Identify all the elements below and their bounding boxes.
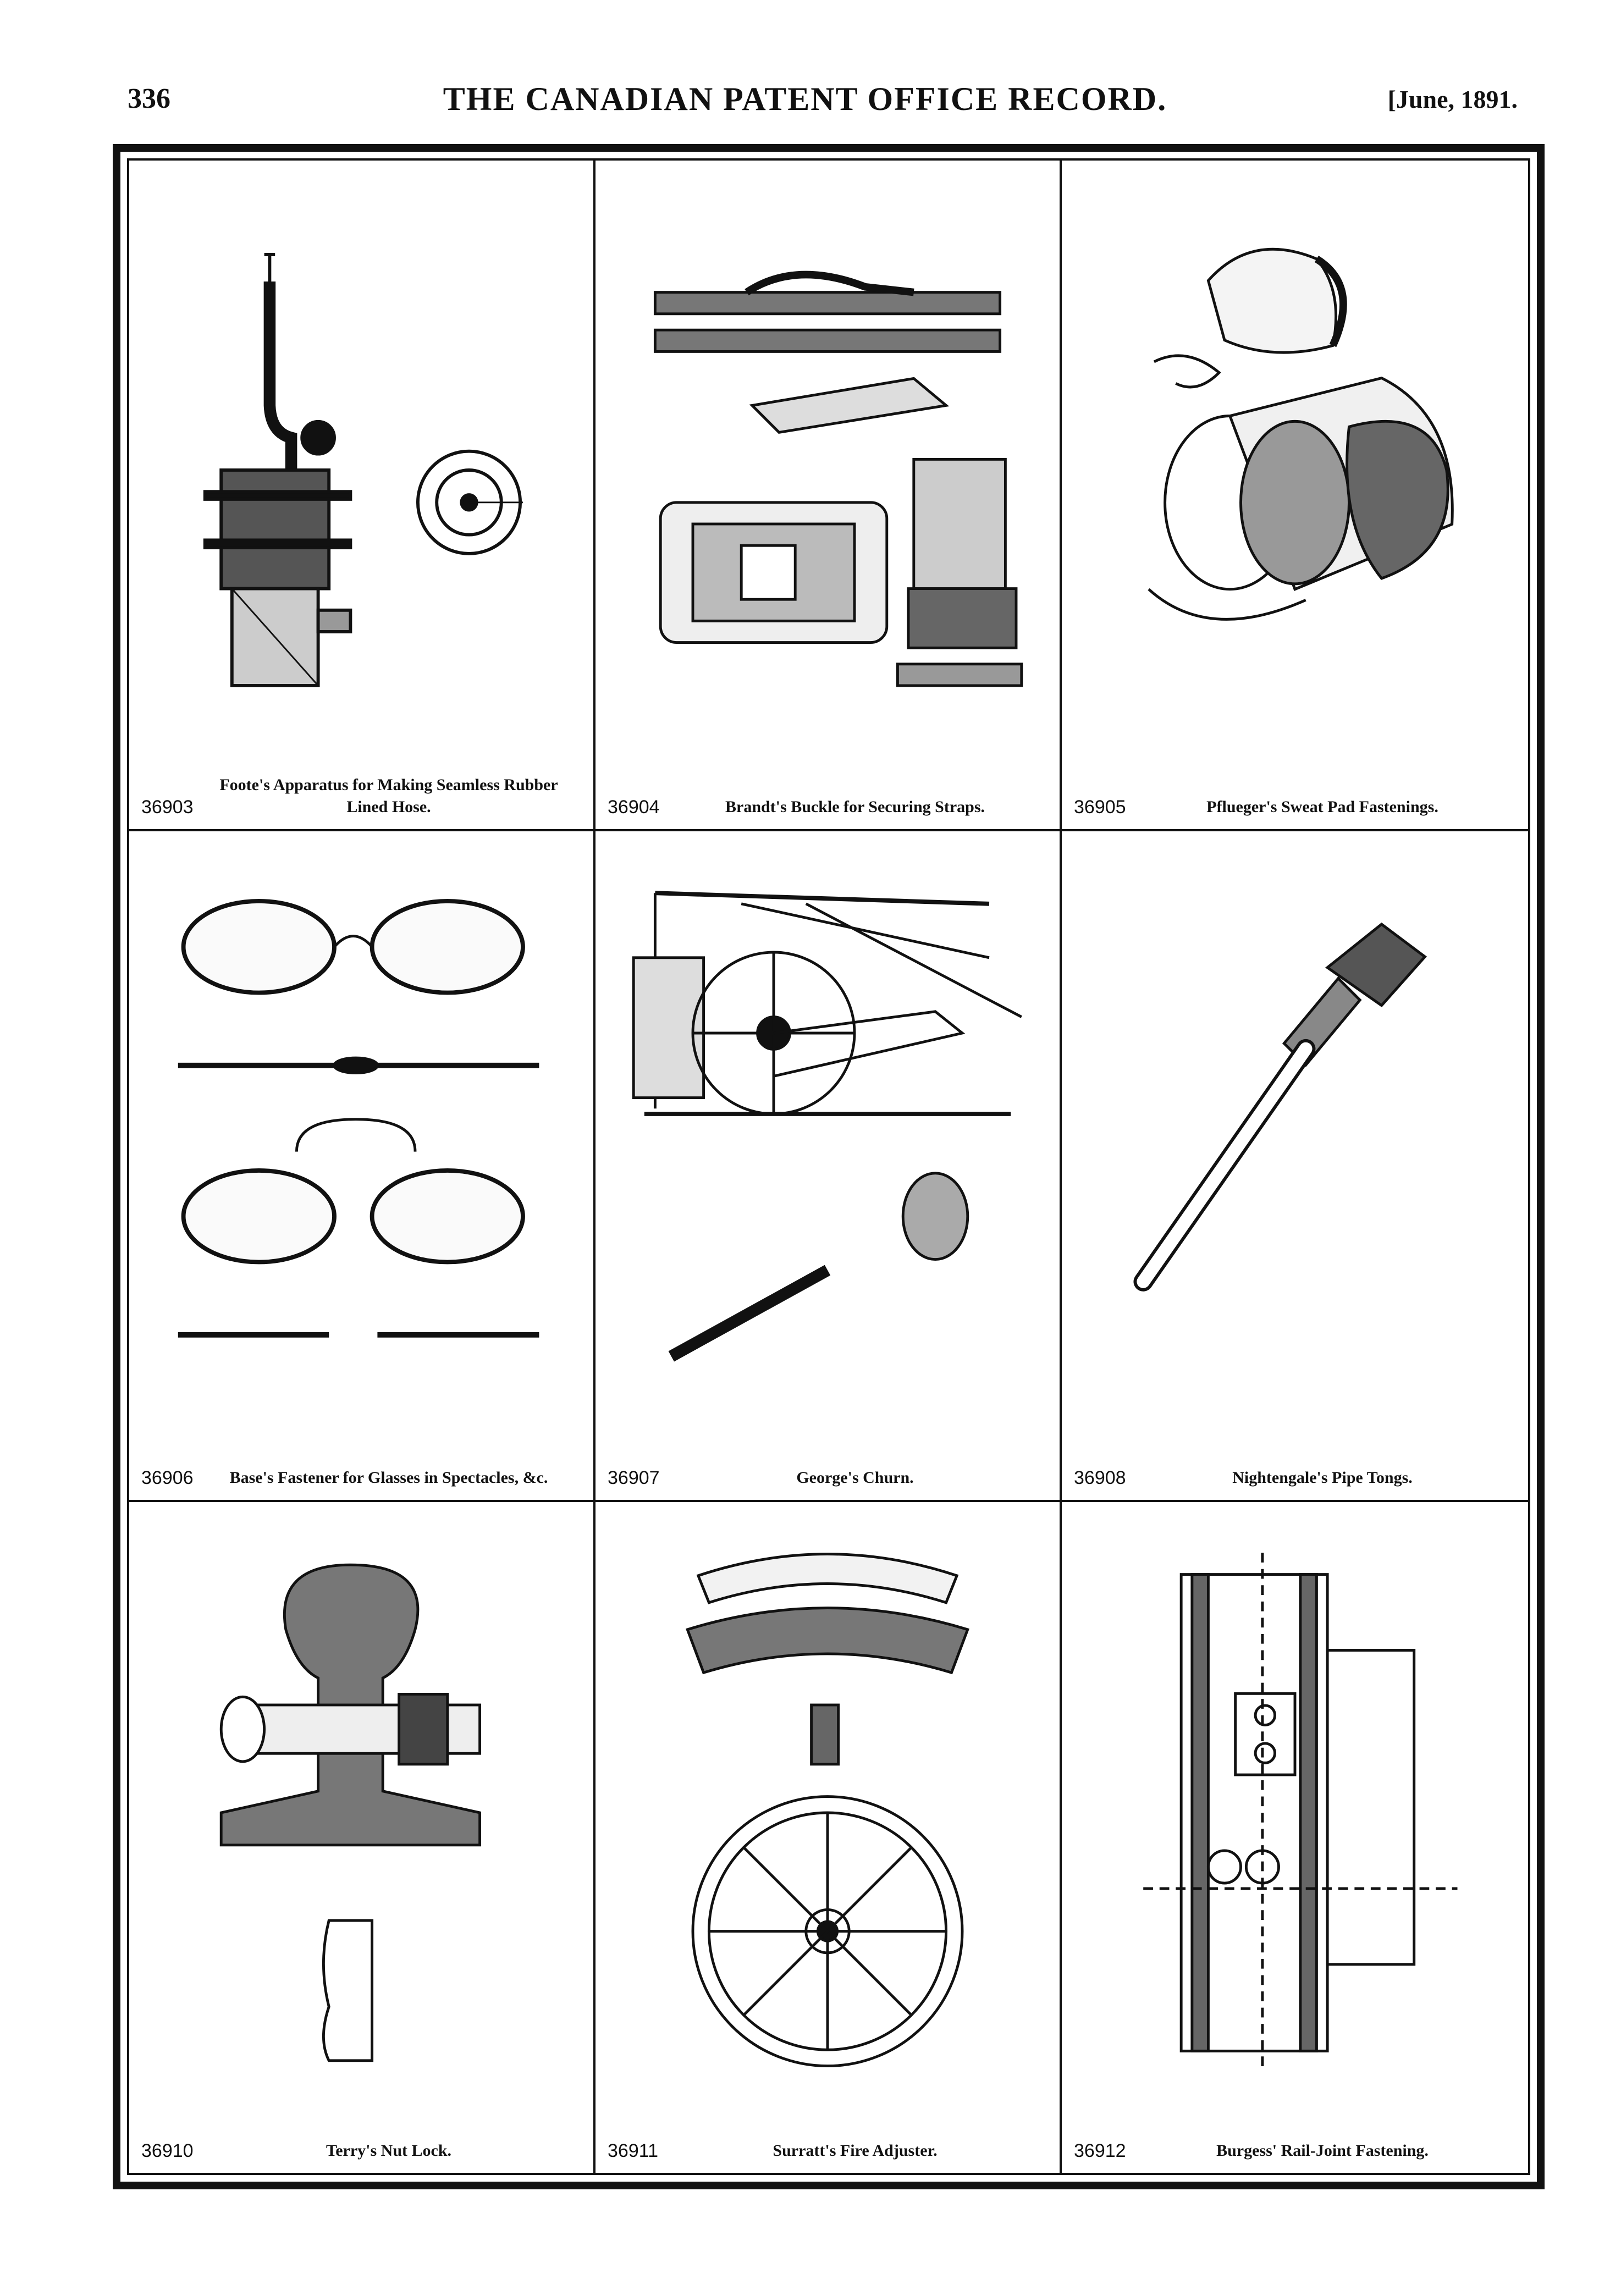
fire-adjuster-icon bbox=[612, 1524, 1043, 2101]
rail-joint-icon bbox=[1078, 1524, 1512, 2101]
patent-number: 36910 bbox=[141, 2140, 194, 2161]
patent-caption: 36908 Nightengale's Pipe Tongs. bbox=[1074, 1437, 1516, 1492]
patent-cell-36908: 36908 Nightengale's Pipe Tongs. bbox=[1062, 831, 1528, 1502]
patent-caption: 36906 Base's Fastener for Glasses in Spe… bbox=[141, 1437, 581, 1492]
churn-icon bbox=[612, 853, 1043, 1428]
patent-number: 36903 bbox=[141, 797, 194, 818]
patent-title: Base's Fastener for Glasses in Spectacle… bbox=[229, 1469, 548, 1487]
patent-number: 36904 bbox=[608, 797, 660, 818]
page-header: 336 THE CANADIAN PATENT OFFICE RECORD. [… bbox=[0, 77, 1610, 132]
hose-apparatus-icon bbox=[146, 183, 577, 758]
patent-cell-36911: 36911 Surratt's Fire Adjuster. bbox=[596, 1502, 1062, 2173]
patent-title: Pflueger's Sweat Pad Fastenings. bbox=[1206, 798, 1438, 816]
page-number: 336 bbox=[128, 83, 170, 114]
journal-title: THE CANADIAN PATENT OFFICE RECORD. bbox=[443, 81, 1167, 117]
patent-caption: 36911 Surratt's Fire Adjuster. bbox=[608, 2110, 1047, 2165]
patent-caption: 36904 Brandt's Buckle for Securing Strap… bbox=[608, 766, 1047, 821]
patent-caption: 36907 George's Churn. bbox=[608, 1437, 1047, 1492]
patent-grid: 36903 Foote's Apparatus for Making Seaml… bbox=[129, 161, 1528, 2173]
patent-cell-36905: 36905 Pflueger's Sweat Pad Fastenings. bbox=[1062, 161, 1528, 831]
patent-caption: 36903 Foote's Apparatus for Making Seaml… bbox=[141, 766, 581, 821]
patent-cell-36904: 36904 Brandt's Buckle for Securing Strap… bbox=[596, 161, 1062, 831]
patent-title: Burgess' Rail-Joint Fastening. bbox=[1216, 2142, 1429, 2160]
patent-cell-36906: 36906 Base's Fastener for Glasses in Spe… bbox=[129, 831, 596, 1502]
patent-title: George's Churn. bbox=[796, 1469, 914, 1487]
buckle-icon bbox=[612, 183, 1043, 758]
patent-plate-frame: 36903 Foote's Apparatus for Making Seaml… bbox=[113, 144, 1545, 2189]
patent-number: 36907 bbox=[608, 1467, 660, 1488]
nut-lock-icon bbox=[146, 1524, 577, 2101]
patent-caption: 36905 Pflueger's Sweat Pad Fastenings. bbox=[1074, 766, 1516, 821]
patent-title: Surratt's Fire Adjuster. bbox=[773, 2142, 938, 2160]
patent-plate-inner: 36903 Foote's Apparatus for Making Seaml… bbox=[127, 158, 1530, 2175]
sweat-pad-icon bbox=[1078, 183, 1512, 758]
patent-number: 36905 bbox=[1074, 797, 1126, 818]
patent-cell-36907: 36907 George's Churn. bbox=[596, 831, 1062, 1502]
spectacles-icon bbox=[146, 853, 577, 1428]
patent-title: Foote's Apparatus for Making Seamless Ru… bbox=[219, 776, 558, 816]
patent-title: Nightengale's Pipe Tongs. bbox=[1232, 1469, 1413, 1487]
patent-caption: 36912 Burgess' Rail-Joint Fastening. bbox=[1074, 2110, 1516, 2165]
patent-cell-36910: 36910 Terry's Nut Lock. bbox=[129, 1502, 596, 2173]
patent-number: 36906 bbox=[141, 1467, 194, 1488]
issue-date: [June, 1891. bbox=[1387, 85, 1518, 113]
patent-title: Terry's Nut Lock. bbox=[326, 2142, 452, 2160]
patent-cell-36903: 36903 Foote's Apparatus for Making Seaml… bbox=[129, 161, 596, 831]
patent-title: Brandt's Buckle for Securing Straps. bbox=[725, 798, 985, 816]
patent-cell-36912: 36912 Burgess' Rail-Joint Fastening. bbox=[1062, 1502, 1528, 2173]
pipe-tongs-icon bbox=[1078, 853, 1512, 1428]
patent-caption: 36910 Terry's Nut Lock. bbox=[141, 2110, 581, 2165]
patent-number: 36911 bbox=[608, 2140, 659, 2161]
patent-number: 36908 bbox=[1074, 1467, 1126, 1488]
patent-number: 36912 bbox=[1074, 2140, 1126, 2161]
